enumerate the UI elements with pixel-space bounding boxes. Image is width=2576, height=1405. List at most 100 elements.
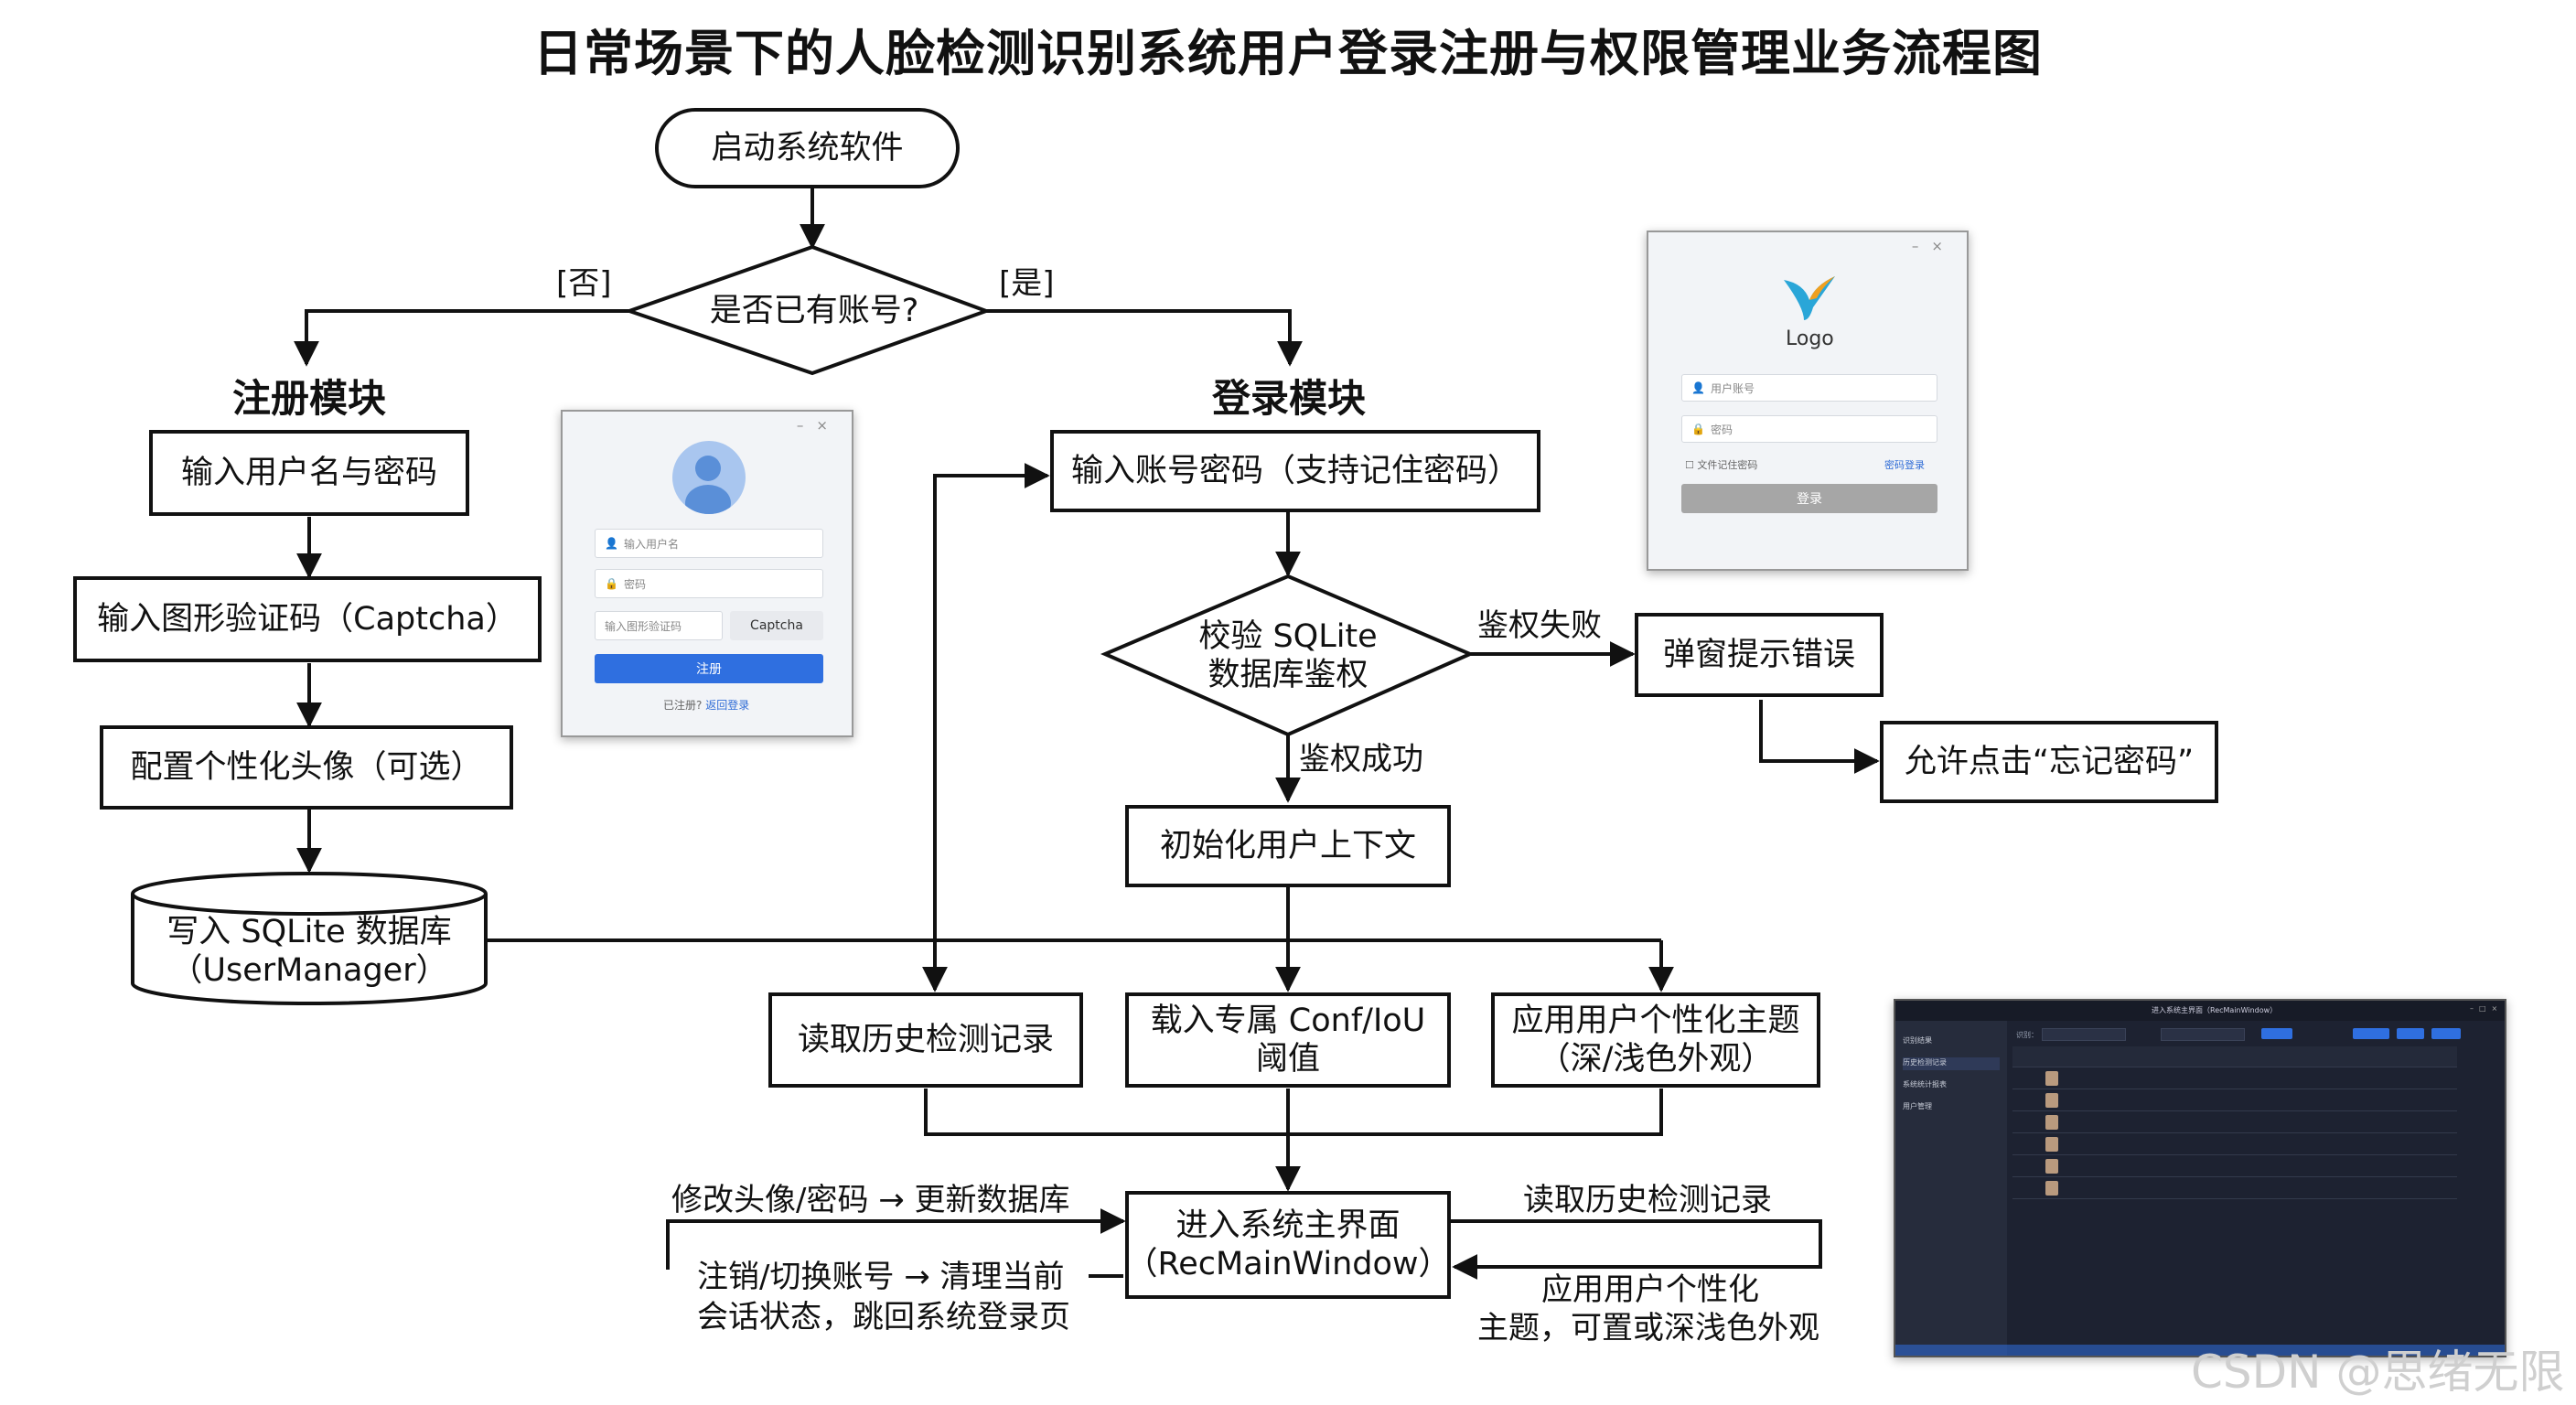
login-password-placeholder: 密码 xyxy=(1710,423,1733,436)
no-branch-label: [否] xyxy=(556,265,612,302)
main-search-input[interactable] xyxy=(2042,1028,2126,1041)
diagram-title: 日常场景下的人脸检测识别系统用户登录注册与权限管理业务流程图 xyxy=(533,25,2043,82)
main-search-label: 识别： xyxy=(2016,1031,2038,1039)
window-controls-icon: –× xyxy=(796,417,841,434)
main-search-button[interactable] xyxy=(2261,1028,2292,1039)
has-account-diamond xyxy=(623,244,992,376)
main-status-bar xyxy=(1895,1345,2505,1356)
captcha-image-button[interactable]: Captcha xyxy=(730,611,823,640)
avatar-icon xyxy=(672,441,746,514)
logout-label-1: 注销/切换账号 → 清理当前 xyxy=(697,1257,1065,1298)
face-thumbnail xyxy=(2045,1071,2058,1086)
reg-username-field[interactable]: 👤 输入用户名 xyxy=(595,529,823,558)
reg-input-node: 输入用户名与密码 xyxy=(149,430,469,516)
yes-branch-label: [是] xyxy=(999,265,1055,302)
remember-checkbox[interactable]: ☐ 文件记住密码 xyxy=(1685,457,1757,472)
main-window-title: 进入系统主界面（RecMainWindow） xyxy=(2152,1006,2278,1014)
reg-password-field[interactable]: 🔒 密码 xyxy=(595,569,823,598)
main-window-label-1: 进入系统主界面 xyxy=(1175,1207,1401,1244)
auth-success-label: 鉴权成功 xyxy=(1299,741,1423,778)
bird-logo-icon xyxy=(1784,276,1835,320)
auth-label-1: 校验 SQLite xyxy=(1198,618,1378,655)
table-row[interactable] xyxy=(2012,1090,2457,1111)
table-row[interactable] xyxy=(2012,1134,2457,1155)
window-controls-icon: –□× xyxy=(2470,1004,2504,1013)
watermark: CSDN @思绪无限 xyxy=(2191,1346,2565,1399)
main-window-node: 进入系统主界面 （RecMainWindow） xyxy=(1125,1191,1451,1299)
apply-theme-right-label-2: 主题，可置或深浅色外观 xyxy=(1477,1310,1819,1346)
captcha-image-label: Captcha xyxy=(750,618,803,633)
load-threshold-label-1: 载入专属 Conf/IoU xyxy=(1150,1003,1426,1039)
forgot-password-label: 允许点击“忘记密码” xyxy=(1904,744,2195,780)
logo-text: Logo xyxy=(1786,327,1834,350)
reg-captcha-placeholder: 输入图形验证码 xyxy=(605,619,682,633)
reg-db-label-2: （UserManager） xyxy=(170,952,448,989)
apply-theme-right-label-1: 应用用户个性化 xyxy=(1541,1271,1759,1308)
modify-label: 修改头像/密码 → 更新数据库 xyxy=(671,1182,1070,1218)
apply-theme-node: 应用用户个性化主题 （深/浅色外观） xyxy=(1491,992,1820,1088)
face-thumbnail xyxy=(2045,1093,2058,1108)
sidebar-item-users[interactable]: 用户管理 xyxy=(1903,1102,1932,1110)
login-register-link[interactable]: 密码登录 xyxy=(1884,459,1925,471)
table-row[interactable] xyxy=(2012,1178,2457,1199)
user-icon: 👤 xyxy=(1691,381,1705,394)
table-row[interactable] xyxy=(2012,1068,2457,1089)
reg-captcha-node: 输入图形验证码（Captcha） xyxy=(73,576,542,662)
init-context-label: 初始化用户上下文 xyxy=(1159,828,1416,864)
table-row[interactable] xyxy=(2012,1112,2457,1133)
login-username-field[interactable]: 👤 用户账号 xyxy=(1681,374,1937,402)
reg-password-placeholder: 密码 xyxy=(623,577,646,591)
auth-label-2: 数据库鉴权 xyxy=(1208,657,1368,693)
has-account-label: 是否已有账号? xyxy=(709,293,919,329)
main-window-screenshot: 进入系统主界面（RecMainWindow） –□× 识别结果 历史检测记录 系… xyxy=(1894,999,2506,1357)
checkbox-icon: ☐ xyxy=(1685,459,1694,471)
logout-label-2: 会话状态，跳回系统登录页 xyxy=(697,1299,1070,1335)
reg-username-placeholder: 输入用户名 xyxy=(623,537,679,551)
start-node-label: 启动系统软件 xyxy=(711,130,904,166)
register-footer: 已注册? 返回登录 xyxy=(663,697,749,713)
login-password-field[interactable]: 🔒 密码 xyxy=(1681,415,1937,443)
main-sidebar: 识别结果 历史检测记录 系统统计报表 用户管理 xyxy=(1895,1021,2007,1356)
main-title-bar: 进入系统主界面（RecMainWindow） –□× xyxy=(1895,1001,2505,1021)
auth-fail-label: 鉴权失败 xyxy=(1477,607,1602,644)
table-row[interactable] xyxy=(2012,1156,2457,1177)
main-action-button-2[interactable] xyxy=(2397,1028,2424,1039)
reg-captcha-field[interactable]: 输入图形验证码 xyxy=(595,611,723,640)
login-module-heading: 登录模块 xyxy=(1212,376,1367,421)
forgot-password-node: 允许点击“忘记密码” xyxy=(1880,721,2218,803)
main-action-button-3[interactable] xyxy=(2431,1028,2461,1039)
login-input-node: 输入账号密码（支持记住密码） xyxy=(1050,430,1540,512)
popup-error-label: 弹窗提示错误 xyxy=(1662,637,1855,673)
sidebar-item-results[interactable]: 识别结果 xyxy=(1903,1036,1932,1045)
apply-theme-label-2: （深/浅色外观） xyxy=(1538,1041,1774,1078)
main-filter-input[interactable] xyxy=(2161,1028,2245,1041)
face-thumbnail xyxy=(2045,1181,2058,1196)
face-thumbnail xyxy=(2045,1137,2058,1152)
auth-decision: 校验 SQLite 数据库鉴权 xyxy=(1151,615,1425,697)
register-submit-label: 注册 xyxy=(696,662,722,677)
sidebar-item-history[interactable]: 历史检测记录 xyxy=(1903,1057,2000,1070)
popup-error-node: 弹窗提示错误 xyxy=(1635,613,1884,697)
login-window-screenshot: –× Logo 👤 用户账号 🔒 密码 ☐ 文件记住密码 密码登录 登录 xyxy=(1647,231,1969,571)
register-module-heading: 注册模块 xyxy=(232,376,387,421)
login-input-label: 输入账号密码（支持记住密码） xyxy=(1070,453,1519,489)
remember-label: 文件记住密码 xyxy=(1697,459,1758,471)
register-footer-text: 已注册? xyxy=(663,699,703,712)
register-submit-button[interactable]: 注册 xyxy=(595,654,823,683)
back-to-login-link[interactable]: 返回登录 xyxy=(705,699,750,712)
read-history-right-label: 读取历史检测记录 xyxy=(1523,1182,1772,1218)
main-table-header xyxy=(2012,1046,2457,1067)
lock-icon: 🔒 xyxy=(1691,423,1705,435)
sidebar-item-stats[interactable]: 系统统计报表 xyxy=(1903,1080,1947,1089)
main-action-button-1[interactable] xyxy=(2353,1028,2389,1039)
reg-captcha-label: 输入图形验证码（Captcha） xyxy=(97,601,518,638)
user-icon: 👤 xyxy=(605,537,618,550)
load-threshold-node: 载入专属 Conf/IoU 阈值 xyxy=(1125,992,1451,1088)
window-controls-icon: –× xyxy=(1911,238,1956,254)
reg-db-node: 写入 SQLite 数据库 （UserManager） xyxy=(137,910,481,992)
login-submit-button[interactable]: 登录 xyxy=(1681,484,1937,513)
read-history-label: 读取历史检测记录 xyxy=(797,1022,1054,1058)
